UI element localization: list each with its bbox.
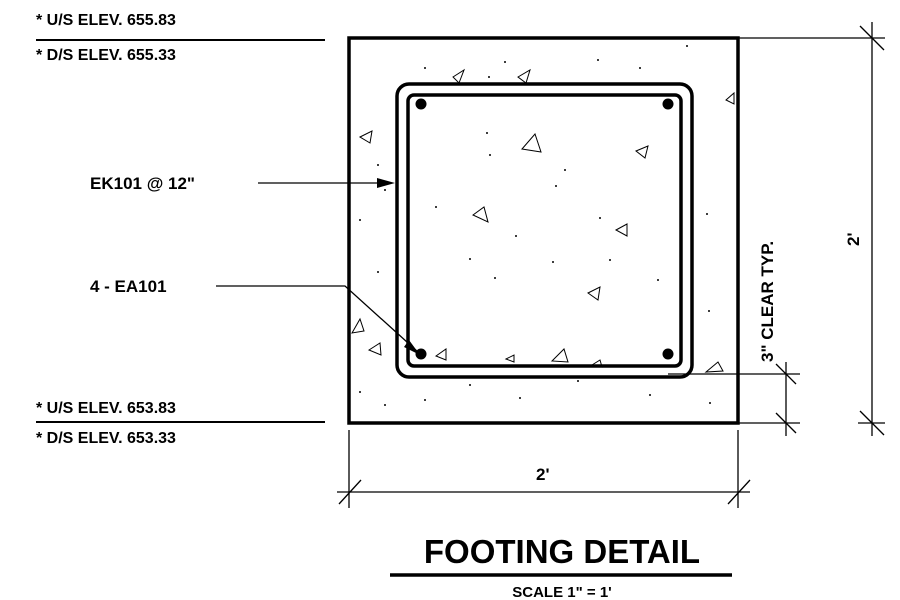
rebar-bottom-left (415, 348, 427, 360)
top-us-elevation-label: * U/S ELEV. 655.83 (36, 12, 176, 29)
width-dimension-label: 2' (536, 465, 550, 484)
bars-leader-arrowhead (404, 340, 420, 355)
bars-callout-label: 4 - EA101 (90, 277, 167, 296)
concrete-aggregate-hatch (351, 45, 735, 406)
rebar-bottom-right (662, 348, 674, 360)
bars-leader-line (216, 285, 419, 353)
width-tick-right (727, 479, 751, 505)
rebar-top-right (662, 98, 674, 110)
height-tick-top (859, 25, 885, 51)
height-tick-bottom (859, 410, 885, 436)
bottom-us-elevation-label: * U/S ELEV. 653.83 (36, 400, 176, 417)
bottom-ds-elevation-label: * D/S ELEV. 653.33 (36, 430, 176, 447)
footing-outline (347, 36, 740, 425)
clear-cover-label: 3" CLEAR TYP. (758, 241, 777, 362)
stirrup-inner (406, 93, 683, 368)
detail-title: FOOTING DETAIL (424, 533, 700, 570)
scale-label: SCALE 1" = 1' (512, 584, 611, 600)
stirrup-outer (395, 82, 694, 379)
rebar-top-left (415, 98, 427, 110)
top-ds-elevation-label: * D/S ELEV. 655.33 (36, 47, 176, 64)
cover-tick-top (775, 363, 797, 385)
stirrup-callout-label: EK101 @ 12" (90, 174, 195, 193)
height-dimension-label: 2' (844, 233, 863, 247)
cover-tick-bottom (775, 412, 797, 434)
longitudinal-bars (415, 98, 674, 360)
stirrup-leader-arrowhead (377, 178, 395, 188)
width-tick-left (338, 479, 362, 505)
